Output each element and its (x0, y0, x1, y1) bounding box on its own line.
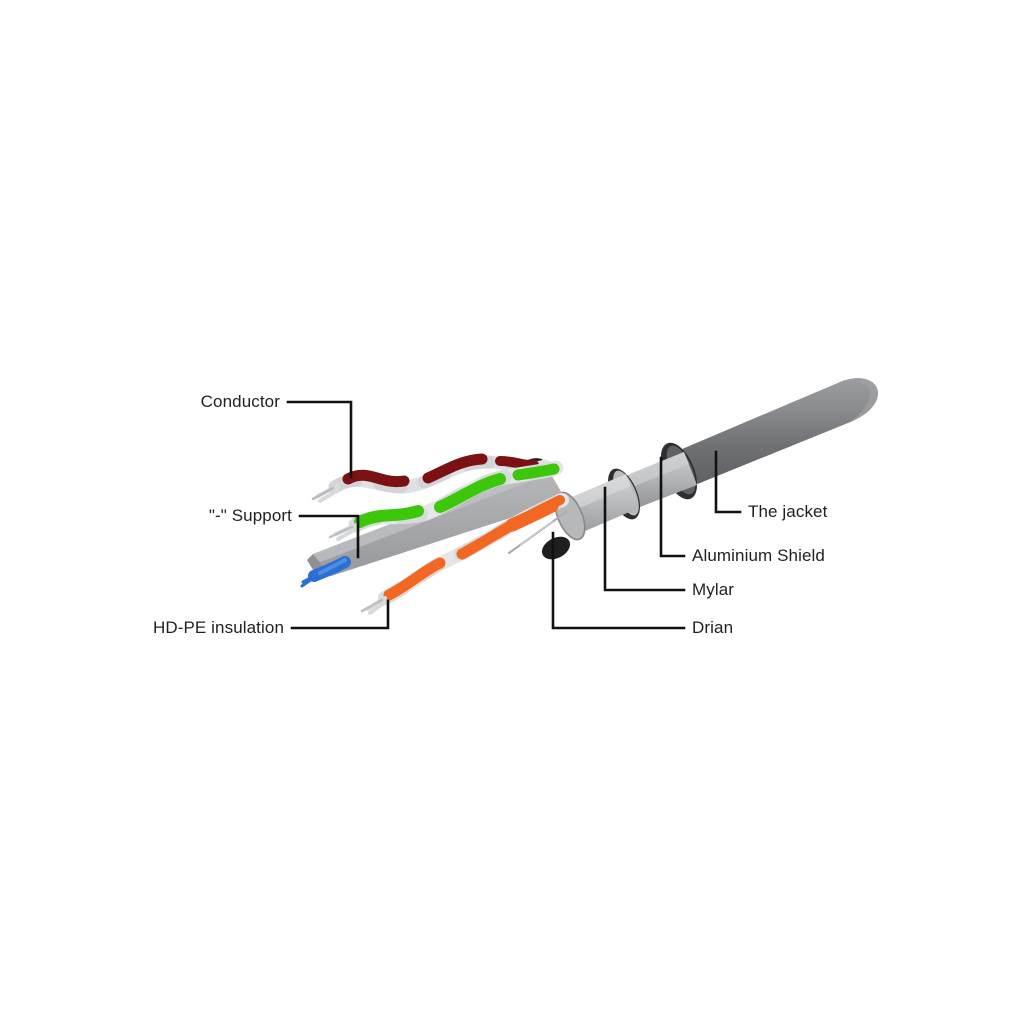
leader-conductor (286, 400, 353, 479)
drain-wire (507, 510, 568, 555)
label-hdpe-insulation: HD-PE insulation (152, 618, 284, 637)
twisted-pair-orange-upper (505, 499, 559, 532)
leader-mylar (603, 486, 686, 592)
label-mylar: Mylar (692, 580, 735, 599)
leader-hdpe (290, 599, 390, 630)
leader-support (298, 514, 360, 559)
label-aluminium-shield: Aluminium Shield (692, 546, 825, 565)
label-support: "-" Support (208, 506, 292, 525)
mylar-section (554, 474, 639, 541)
leader-drain (551, 531, 686, 630)
wire-blue (300, 556, 351, 588)
cable-body (514, 378, 878, 560)
twisted-pair-brown (311, 453, 552, 503)
label-drian: Drian (692, 618, 734, 637)
leader-shield (659, 456, 686, 558)
leader-lines (286, 400, 742, 630)
twisted-pair-green (328, 460, 564, 541)
leader-jacket (714, 450, 742, 514)
label-the-jacket: The jacket (748, 502, 828, 521)
label-conductor: Conductor (200, 392, 280, 411)
